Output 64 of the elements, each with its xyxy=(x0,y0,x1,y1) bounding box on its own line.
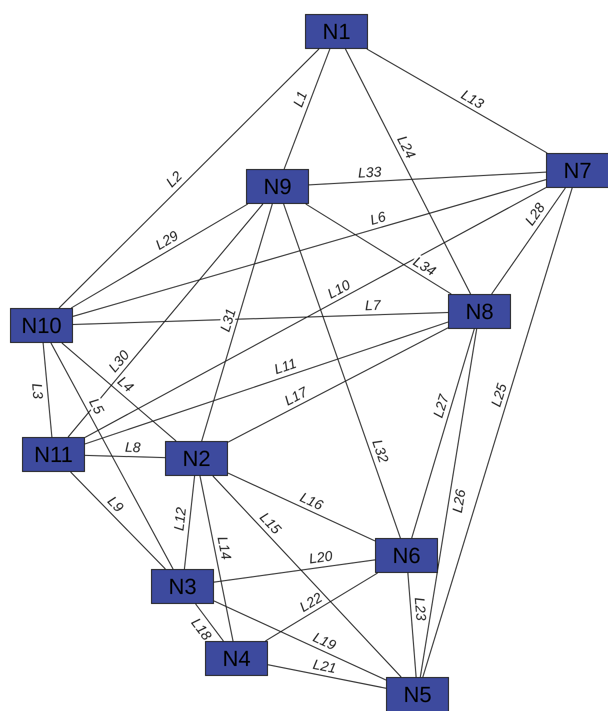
connector-line xyxy=(84,187,546,438)
connector-line xyxy=(200,476,234,642)
connector-line xyxy=(42,342,52,438)
connector-line xyxy=(283,204,401,538)
node-box xyxy=(246,169,309,204)
connector-line xyxy=(491,188,566,294)
edge-label: L7 xyxy=(364,298,382,312)
connector-line xyxy=(264,572,378,642)
edge-label: L33 xyxy=(357,164,384,180)
node-box xyxy=(10,308,73,343)
node-label: N5 xyxy=(403,684,432,706)
edge-label: L26 xyxy=(450,487,468,515)
node-box xyxy=(305,14,368,49)
connector-line xyxy=(407,572,417,678)
connector-line xyxy=(72,179,546,317)
connector-line xyxy=(84,454,166,458)
edge-label: L23 xyxy=(412,595,429,622)
connector-line xyxy=(70,472,166,570)
connector-line xyxy=(68,204,264,438)
node-label: N9 xyxy=(263,176,292,198)
connector-line xyxy=(214,559,376,583)
connector-line xyxy=(308,172,546,186)
node-box xyxy=(448,294,511,329)
connector-line xyxy=(284,48,330,170)
connector-line xyxy=(411,328,475,538)
node-label: N4 xyxy=(222,648,251,670)
connector-line xyxy=(214,600,386,681)
edge-label: L3 xyxy=(30,382,46,400)
node-label: N3 xyxy=(168,576,197,598)
node-box xyxy=(386,677,449,711)
node-label: N8 xyxy=(465,300,494,322)
connector-line xyxy=(344,48,472,294)
connector-line xyxy=(228,472,376,542)
connector-line xyxy=(61,342,177,442)
connector-line xyxy=(50,342,174,570)
connector-line xyxy=(201,204,273,442)
node-box xyxy=(22,437,85,472)
node-label: N2 xyxy=(182,448,211,470)
node-box xyxy=(375,538,438,573)
connector-line xyxy=(366,48,548,154)
connector-line xyxy=(305,204,452,294)
connector-line xyxy=(212,476,402,678)
connector-line xyxy=(420,328,478,678)
node-box xyxy=(546,153,608,188)
node-label: N11 xyxy=(34,444,73,466)
connector-line xyxy=(268,664,386,689)
edge-label: L8 xyxy=(124,439,142,454)
connector-line xyxy=(184,476,196,570)
connector-line xyxy=(228,327,448,443)
connector-line xyxy=(72,312,448,325)
connector-line xyxy=(195,604,224,642)
connector-line xyxy=(58,48,320,308)
connector-line xyxy=(70,204,248,308)
connector-line xyxy=(422,188,573,678)
node-box xyxy=(151,569,214,604)
edge-label: L12 xyxy=(172,505,188,532)
node-label: N6 xyxy=(392,544,421,566)
node-label: N1 xyxy=(322,20,351,42)
edge-label: L34 xyxy=(410,253,439,278)
node-box xyxy=(165,441,228,476)
node-label: N10 xyxy=(21,314,62,336)
connector-line xyxy=(84,322,448,444)
node-box xyxy=(205,641,268,676)
node-label: N7 xyxy=(563,160,592,182)
